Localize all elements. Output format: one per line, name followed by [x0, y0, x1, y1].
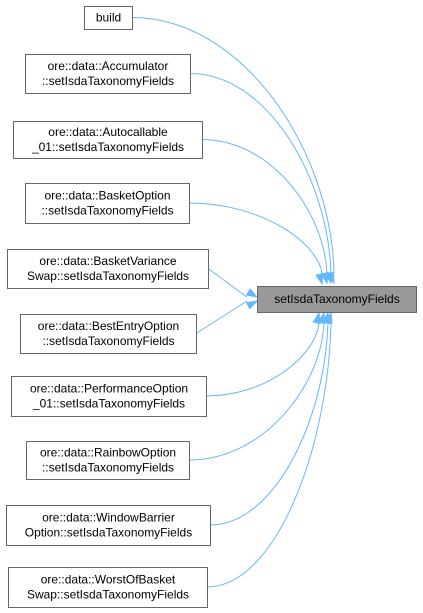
edge-rainbow-option-to-target [188, 322, 325, 461]
edge-basket-variance-swap-to-target [207, 268, 248, 298]
node-performance-option[interactable]: ore::data::PerformanceOption_01::setIsda… [11, 376, 207, 417]
node-best-entry-option-label-line-2: ::setIsdaTaxonomyFields [42, 334, 174, 348]
edge-build-to-target [131, 17, 335, 274]
node-accumulator-label-line-1: ore::data::Accumulator [48, 59, 169, 73]
edge-worst-of-basket-swap-to-target [206, 322, 332, 588]
node-accumulator-label-line-2: ::setIsdaTaxonomyFields [42, 74, 174, 88]
node-window-barrier-option-label-line-1: ore::data::WindowBarrier [42, 511, 175, 525]
node-window-barrier-option[interactable]: ore::data::WindowBarrierOption::setIsdaT… [6, 505, 211, 546]
node-performance-option-box [11, 376, 207, 417]
node-rainbow-option-label-line-2: ::setIsdaTaxonomyFields [42, 461, 174, 475]
node-best-entry-option-label-line-1: ore::data::BestEntryOption [38, 319, 179, 333]
edge-best-entry-option-to-target-arrowhead [245, 300, 259, 310]
node-basket-option-label-line-1: ore::data::BasketOption [44, 189, 170, 203]
node-worst-of-basket-swap-label-line-2: Swap::setIsdaTaxonomyFields [27, 588, 189, 602]
nodes-layer: buildore::data::Accumulator::setIsdaTaxo… [6, 6, 417, 608]
edges-layer [131, 17, 335, 588]
edge-basket-variance-swap-to-target-arrowhead [245, 288, 259, 298]
edge-window-barrier-option-to-target [209, 322, 329, 526]
node-basket-variance-swap-box [7, 249, 209, 289]
node-target-setisdataxonomyfields[interactable]: setIsdaTaxonomyFields [257, 286, 417, 313]
node-worst-of-basket-swap-label-line-1: ore::data::WorstOfBasket [41, 573, 176, 587]
node-rainbow-option-box [26, 441, 190, 480]
node-performance-option-label-line-2: _01::setIsdaTaxonomyFields [32, 397, 185, 411]
node-basket-option[interactable]: ore::data::BasketOption::setIsdaTaxonomy… [25, 183, 190, 224]
node-window-barrier-option-label-line-2: Option::setIsdaTaxonomyFields [25, 526, 192, 540]
edge-performance-option-to-target [205, 322, 320, 397]
node-basket-variance-swap[interactable]: ore::data::BasketVarianceSwap::setIsdaTa… [7, 249, 209, 289]
node-performance-option-label-line-1: ore::data::PerformanceOption [30, 382, 188, 396]
node-accumulator-box [25, 54, 191, 94]
node-autocallable-label-line-1: ore::data::Autocallable [48, 125, 168, 139]
node-rainbow-option-label-line-1: ore::data::RainbowOption [40, 446, 176, 460]
node-basket-variance-swap-label-line-1: ore::data::BasketVariance [39, 254, 177, 268]
node-autocallable-box [13, 121, 203, 159]
node-autocallable[interactable]: ore::data::Autocallable_01::setIsdaTaxon… [13, 121, 203, 159]
node-build[interactable]: build [84, 6, 133, 30]
edge-worst-of-basket-swap-to-target-arrowhead [324, 311, 333, 325]
node-autocallable-label-line-2: _01::setIsdaTaxonomyFields [31, 140, 184, 154]
edge-autocallable-to-target [201, 139, 328, 274]
node-window-barrier-option-box [6, 505, 211, 546]
node-build-box [84, 6, 133, 30]
node-accumulator[interactable]: ore::data::Accumulator::setIsdaTaxonomyF… [25, 54, 191, 94]
node-worst-of-basket-swap[interactable]: ore::data::WorstOfBasketSwap::setIsdaTax… [8, 567, 208, 608]
edge-basket-option-to-target-arrowhead [315, 272, 324, 286]
node-basket-option-label-line-2: ::setIsdaTaxonomyFields [41, 204, 173, 218]
node-basket-variance-swap-label-line-2: Swap::setIsdaTaxonomyFields [27, 269, 189, 283]
edge-best-entry-option-to-target [195, 300, 248, 334]
node-worst-of-basket-swap-box [8, 567, 208, 608]
edge-accumulator-to-target [189, 73, 332, 274]
node-basket-option-box [25, 183, 190, 224]
node-target-setisdataxonomyfields-label-line-1: setIsdaTaxonomyFields [274, 292, 399, 306]
edge-basket-option-to-target [188, 202, 323, 275]
node-best-entry-option[interactable]: ore::data::BestEntryOption::setIsdaTaxon… [20, 314, 197, 354]
node-rainbow-option[interactable]: ore::data::RainbowOption::setIsdaTaxonom… [26, 441, 190, 480]
node-build-label-line-1: build [96, 11, 121, 25]
node-target-setisdataxonomyfields-box [257, 286, 417, 313]
node-best-entry-option-box [20, 314, 197, 354]
